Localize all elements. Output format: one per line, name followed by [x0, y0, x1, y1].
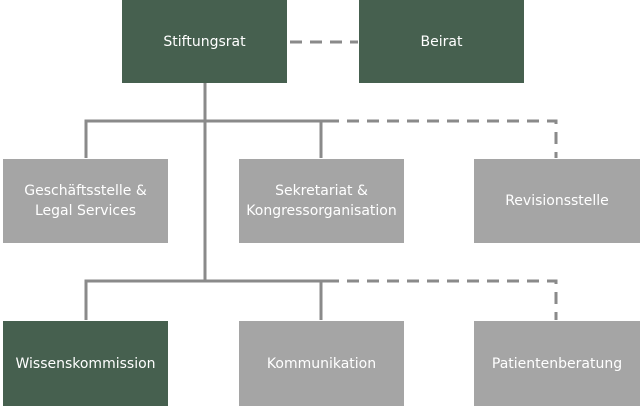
box-wissenskommission: Wissenskommission	[3, 321, 168, 406]
branch-line-lower	[84, 279, 327, 320]
box-stiftungsrat: Stiftungsrat	[122, 0, 287, 83]
dashed-connector-patientenberatung	[327, 279, 558, 320]
box-patientenberatung: Patientenberatung	[474, 321, 640, 406]
box-geschaeftsstelle: Geschäftsstelle & Legal Services	[3, 159, 168, 243]
box-revisionsstelle: Revisionsstelle	[474, 159, 640, 243]
box-kommunikation: Kommunikation	[239, 321, 404, 406]
box-beirat: Beirat	[359, 0, 524, 83]
box-sekretariat: Sekretariat & Kongressorganisation	[239, 159, 404, 243]
branch-line-upper	[84, 119, 327, 158]
dashed-connector-revisionsstelle	[327, 119, 558, 158]
